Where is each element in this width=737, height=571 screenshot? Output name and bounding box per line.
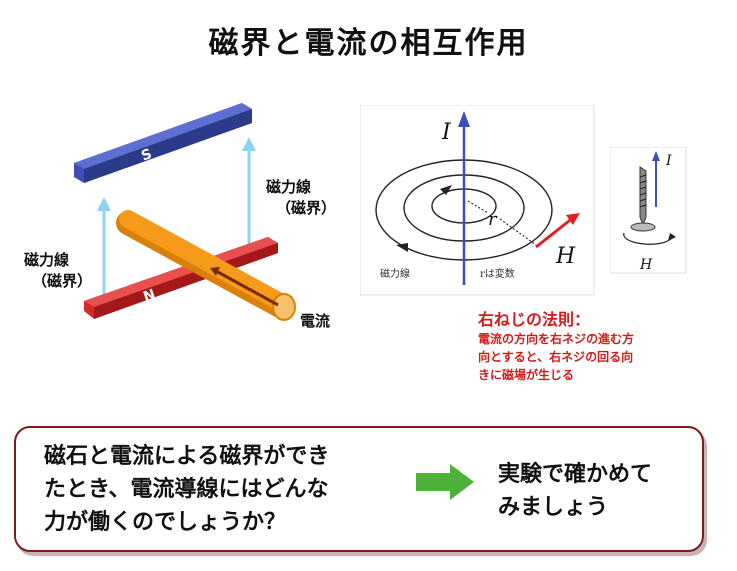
field-around-current-diagram: I r H 磁力線 rは変数 [360, 105, 595, 296]
right-arrow-icon [416, 464, 474, 500]
rule-line-1: 電流の方向を右ネジの進む方 [478, 332, 635, 346]
rule-line-3: きに磁場が生じる [478, 368, 575, 382]
answer-line-2: みましょう [498, 495, 609, 520]
field-line-label-right-sub: （磁界） [276, 199, 337, 217]
radius-caption: rは変数 [480, 267, 515, 280]
right-hand-rule-title: 右ねじの法則： [478, 310, 591, 329]
question-text: 磁石と電流による磁界ができ たとき、電流導線にはどんな 力が働くのでしょうか？ [44, 440, 404, 539]
current-label: 電流 [300, 312, 331, 330]
field-direction-arrow [535, 215, 575, 249]
field-line-caption: 磁力線 [380, 267, 410, 280]
field-line-label-left: 磁力線 [24, 251, 70, 269]
page-title: 磁界と電流の相互作用 [208, 26, 529, 61]
screw-icon [630, 166, 656, 232]
current-symbol: I [441, 120, 452, 145]
magnet-conductor-diagram: S N [74, 103, 296, 321]
current-arrow [215, 269, 279, 307]
question-line-3: 力が働くのでしょうか？ [44, 510, 287, 535]
field-line-label-left-sub: （磁界） [32, 272, 93, 290]
field-line-label-right: 磁力線 [266, 178, 312, 196]
rule-line-2: 向とすると、右ネジの回る向 [478, 350, 634, 364]
screw-current-symbol: I [665, 153, 672, 169]
radius-symbol: r [488, 209, 498, 230]
field-symbol: H [555, 244, 576, 269]
n-pole-label: N [141, 287, 157, 306]
question-box [14, 426, 704, 552]
answer-line-1: 実験で確かめて [498, 462, 653, 487]
answer-text: 実験で確かめて みましょう [498, 458, 708, 524]
question-line-1: 磁石と電流による磁界ができ [44, 444, 330, 469]
right-hand-screw-diagram: I H [610, 147, 687, 274]
screw-field-symbol: H [639, 257, 653, 273]
question-line-2: たとき、電流導線にはどんな [44, 477, 329, 502]
right-hand-rule-text: 電流の方向を右ネジの進む方 向とすると、右ネジの回る向 きに磁場が生じる [478, 330, 718, 384]
s-pole-label: S [139, 146, 154, 164]
